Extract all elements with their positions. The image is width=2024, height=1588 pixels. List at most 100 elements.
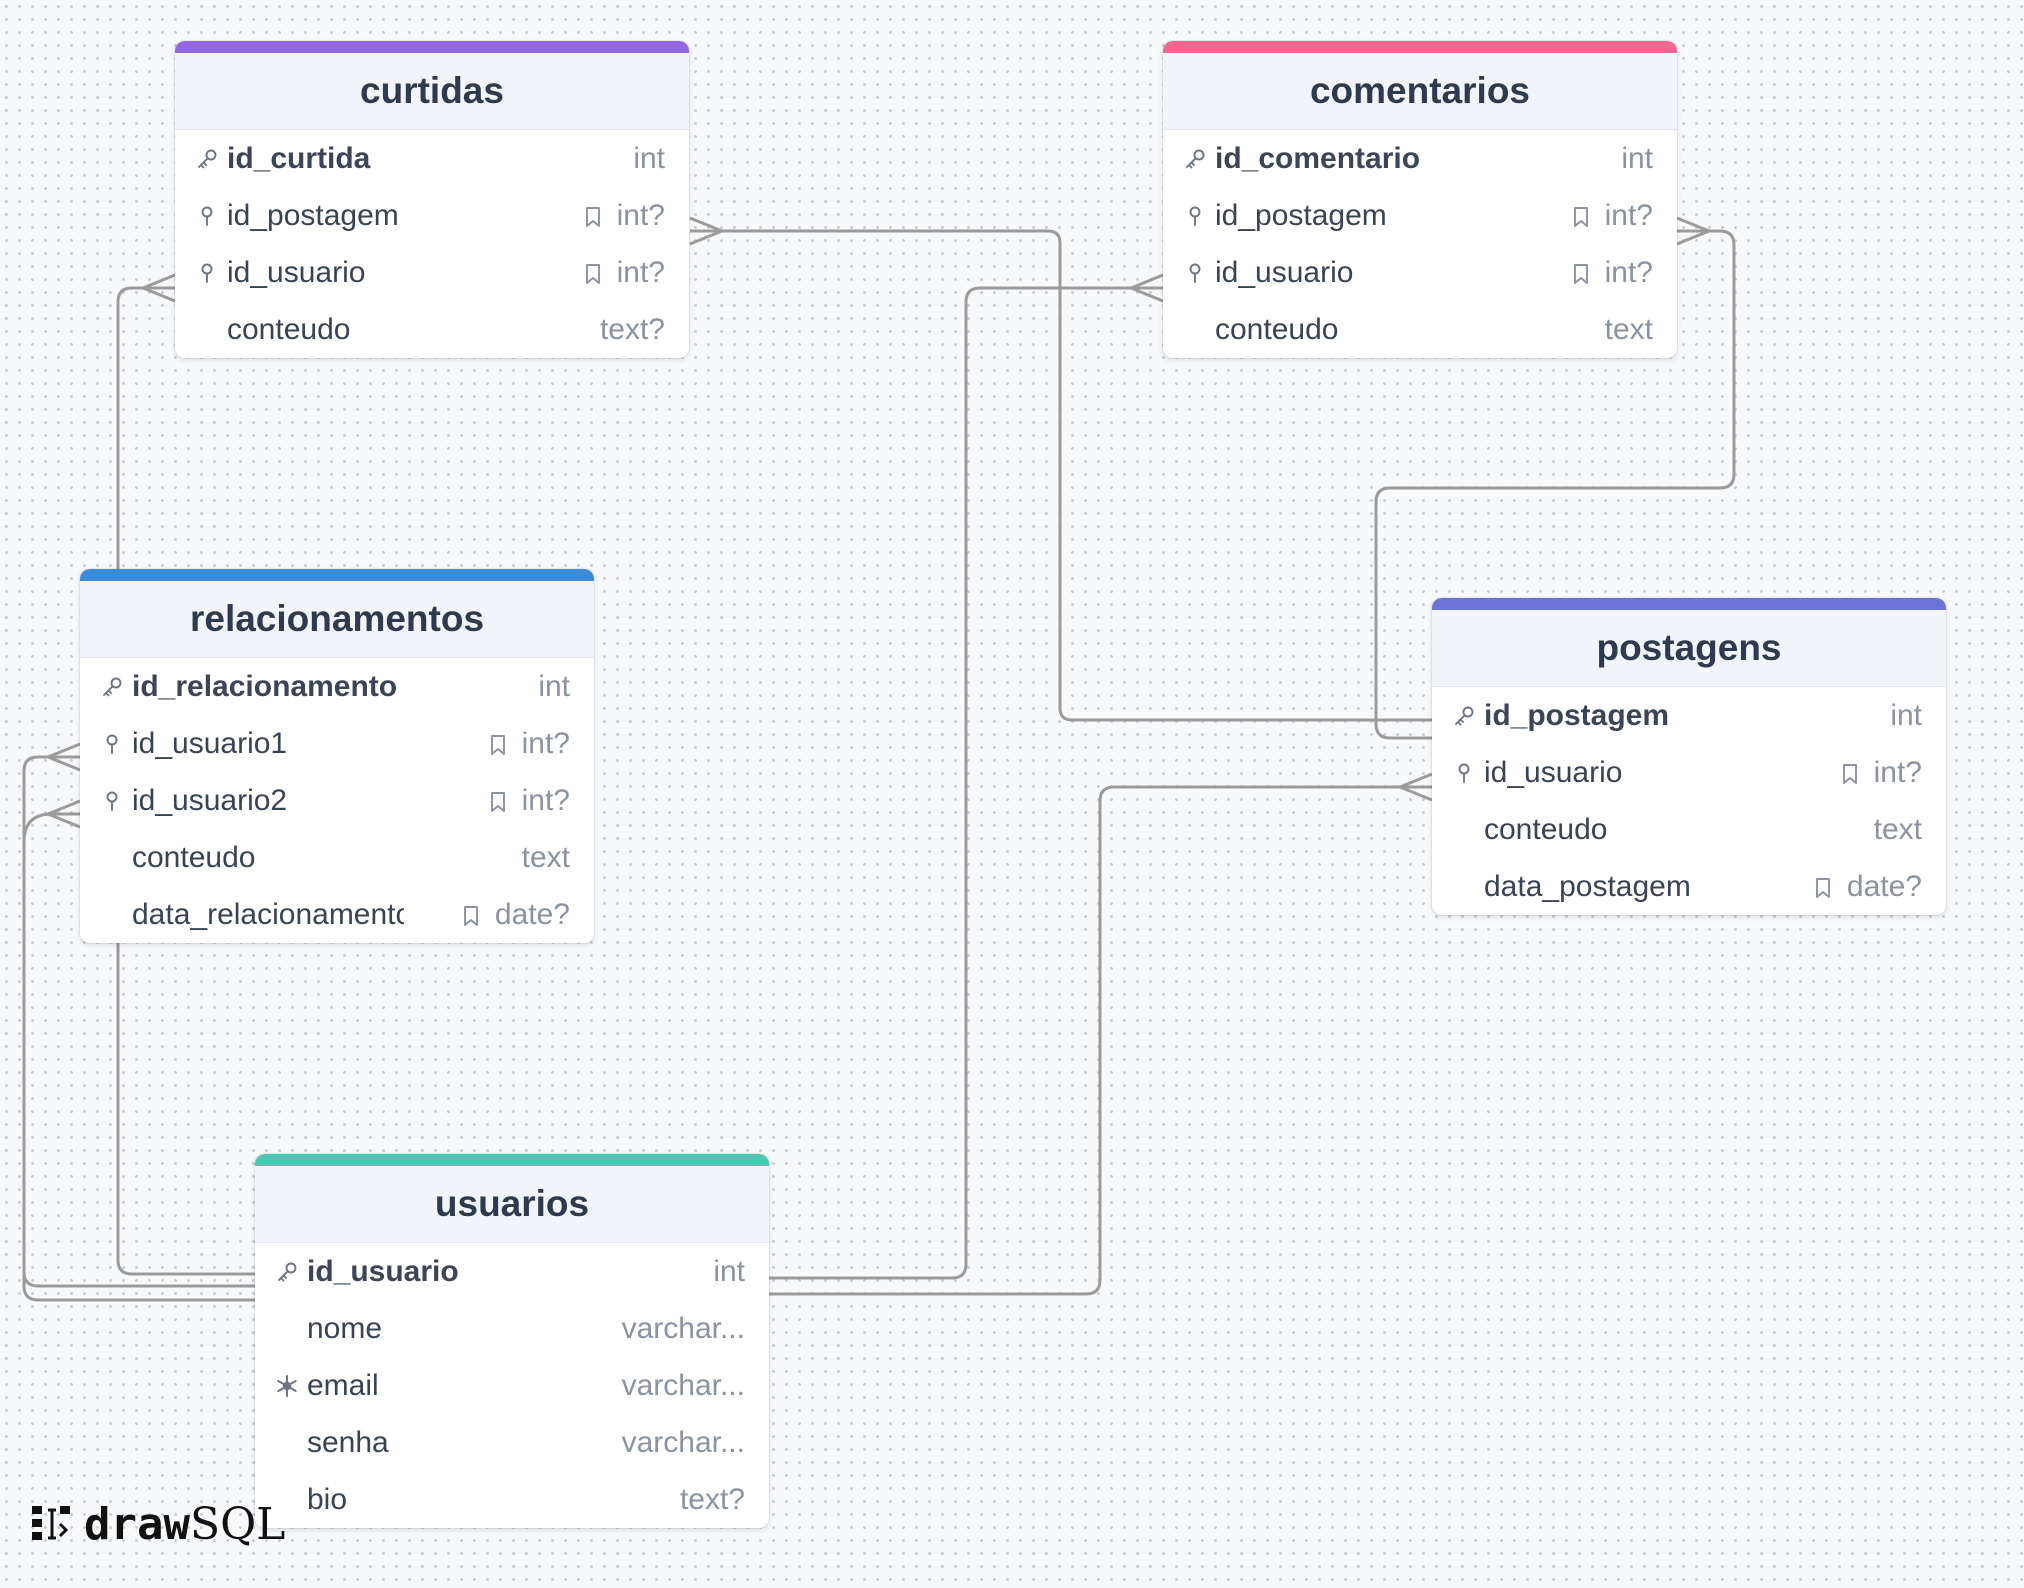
column-name: id_postagem	[1484, 699, 1670, 732]
column-name: id_curtida	[227, 142, 371, 175]
primary-key-icon	[100, 675, 124, 699]
column-name: id_usuario	[1215, 256, 1354, 289]
column-name: data_relacionamento	[132, 898, 404, 931]
primary-key-icon	[275, 1260, 299, 1284]
column-type: varchar...	[621, 1426, 745, 1459]
table-accent-bar	[1432, 598, 1946, 610]
foreign-key-icon	[1452, 761, 1476, 785]
column-type: text	[521, 841, 570, 874]
column-name: conteudo	[227, 313, 351, 346]
connector-relacionamentos2-usuarios[interactable]	[22, 799, 255, 1302]
column-type: int?	[1604, 199, 1653, 232]
column-type: int?	[1604, 256, 1653, 289]
logo-text-sql: SQL	[189, 1498, 286, 1550]
column-type: int?	[521, 727, 570, 760]
foreign-key-icon	[1183, 204, 1207, 228]
column-type: text?	[679, 1483, 745, 1516]
column-type: int	[633, 142, 665, 175]
unique-index-icon	[275, 1374, 299, 1398]
table-accent-bar	[80, 569, 594, 581]
table-header[interactable]: relacionamentos	[80, 581, 594, 658]
connector-postagens-usuarios[interactable]	[769, 772, 1433, 1296]
drawsql-logo-icon	[30, 1502, 74, 1546]
primary-key-icon	[195, 147, 219, 171]
column-name: id_comentario	[1215, 142, 1421, 175]
column-name: id_usuario	[1484, 756, 1623, 789]
column-type: int?	[1873, 756, 1922, 789]
connector-line	[769, 286, 1163, 1280]
table-accent-bar	[255, 1154, 769, 1166]
column-name: id_usuario2	[132, 784, 288, 817]
column-name: conteudo	[132, 841, 256, 874]
connector-comentarios-postagens[interactable]	[1374, 216, 1736, 740]
nullable-icon	[583, 263, 603, 285]
foreign-key-icon	[100, 789, 124, 813]
connector-comentarios-usuarios[interactable]	[769, 273, 1164, 1280]
column-row[interactable]: id_postagem int	[1432, 687, 1946, 744]
foreign-key-icon	[195, 204, 219, 228]
primary-key-icon	[1452, 704, 1476, 728]
column-type: text	[1873, 813, 1922, 846]
table-header[interactable]: postagens	[1432, 610, 1946, 687]
column-row[interactable]: id_usuario int?	[1432, 744, 1946, 801]
column-type: text?	[599, 313, 665, 346]
drawsql-logo: draw SQL	[30, 1496, 285, 1552]
table-header[interactable]: curtidas	[175, 53, 689, 130]
nullable-icon	[1571, 263, 1591, 285]
connector-curtidas-postagens[interactable]	[689, 216, 1432, 722]
column-row[interactable]: senha varchar...	[255, 1414, 769, 1471]
column-type: date?	[1846, 870, 1922, 903]
connector-line	[22, 812, 255, 1302]
crows-foot-icon	[1399, 772, 1433, 802]
table-title: usuarios	[434, 1183, 590, 1224]
column-row[interactable]: id_usuario int?	[1163, 244, 1677, 301]
column-name: nome	[307, 1312, 383, 1345]
column-name: id_usuario	[307, 1255, 459, 1288]
table-postagens[interactable]: postagens id_postagem int id_usuario int? con…	[1432, 598, 1946, 915]
nullable-icon	[1840, 763, 1860, 785]
nullable-icon	[488, 791, 508, 813]
nullable-icon	[488, 734, 508, 756]
primary-key-icon	[1183, 147, 1207, 171]
column-row[interactable]: id_usuario2 int?	[80, 772, 594, 829]
table-accent-bar	[1163, 41, 1677, 53]
table-title: postagens	[1596, 627, 1782, 668]
column-type: int?	[521, 784, 570, 817]
nullable-icon	[1571, 206, 1591, 228]
column-row[interactable]: conteudo text?	[175, 301, 689, 358]
foreign-key-icon	[100, 732, 124, 756]
table-header[interactable]: comentarios	[1163, 53, 1677, 130]
crows-foot-icon	[142, 273, 176, 303]
column-type: int?	[616, 199, 665, 232]
column-row[interactable]: id_curtida int	[175, 130, 689, 187]
column-type: int	[1890, 699, 1922, 732]
table-header[interactable]: usuarios	[255, 1166, 769, 1243]
connector-line	[690, 229, 1432, 722]
column-name: senha	[307, 1426, 389, 1459]
crows-foot-icon	[689, 216, 723, 246]
table-title: relacionamentos	[189, 598, 485, 639]
crows-foot-icon	[1130, 273, 1164, 303]
nullable-icon	[461, 905, 481, 927]
column-row[interactable]: conteudo text	[80, 829, 594, 886]
foreign-key-icon	[1183, 261, 1207, 285]
